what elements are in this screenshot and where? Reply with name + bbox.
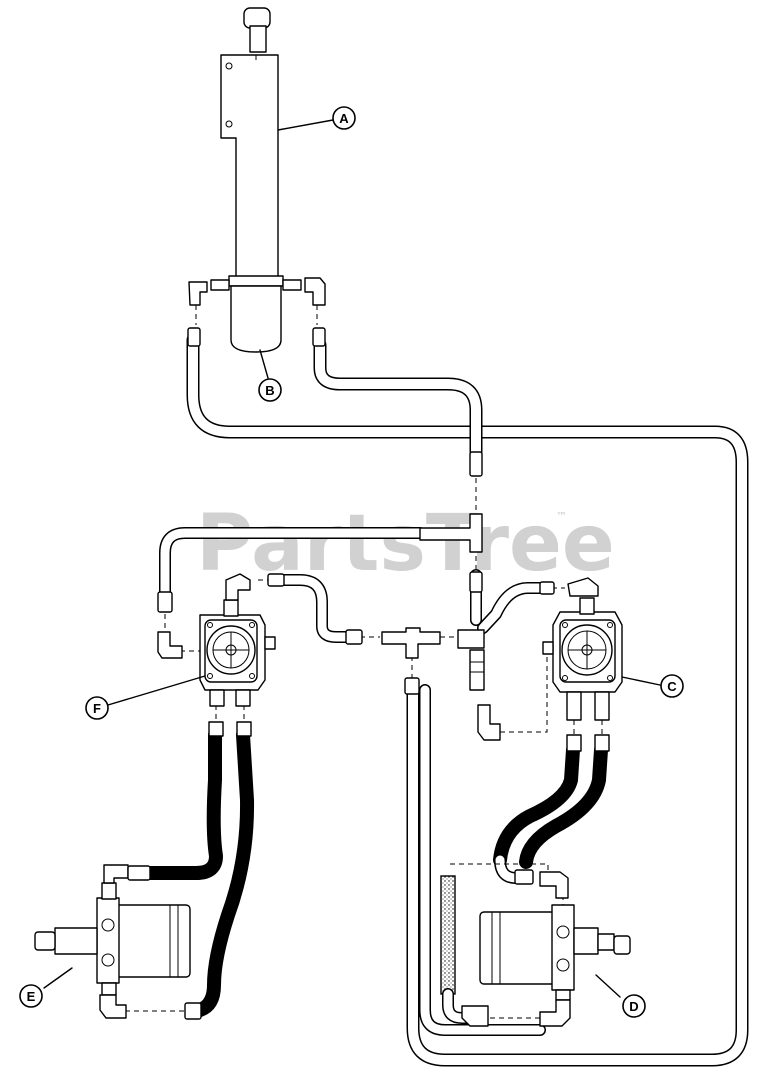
callout-e-label: E [27,989,36,1004]
watermark-trademark: ™ [556,510,567,523]
filter [187,275,326,353]
motor-d [461,869,631,1027]
callout-b[interactable]: B [258,378,282,402]
pump-f [157,573,285,737]
tee-fittings [345,451,485,695]
motor-e [34,864,202,1020]
callout-a-label: A [339,111,349,126]
callout-d-label: D [629,999,638,1014]
dashed-assembly-lines [109,305,603,1019]
leader-lines [43,119,661,998]
callout-e[interactable]: E [19,984,43,1008]
watermark-text: PartsTree [196,499,615,589]
return-hoses [143,333,749,1067]
hydraulic-reservoir [220,7,279,279]
callout-f[interactable]: F [85,696,109,720]
callout-c-label: C [667,679,677,694]
callout-d[interactable]: D [622,994,646,1018]
callout-f-label: F [93,701,101,716]
callout-c[interactable]: C [660,674,684,698]
pump-c [477,577,623,752]
callout-a[interactable]: A [332,106,356,130]
callout-b-label: B [265,383,274,398]
watermark: PartsTree ™ [196,499,615,589]
